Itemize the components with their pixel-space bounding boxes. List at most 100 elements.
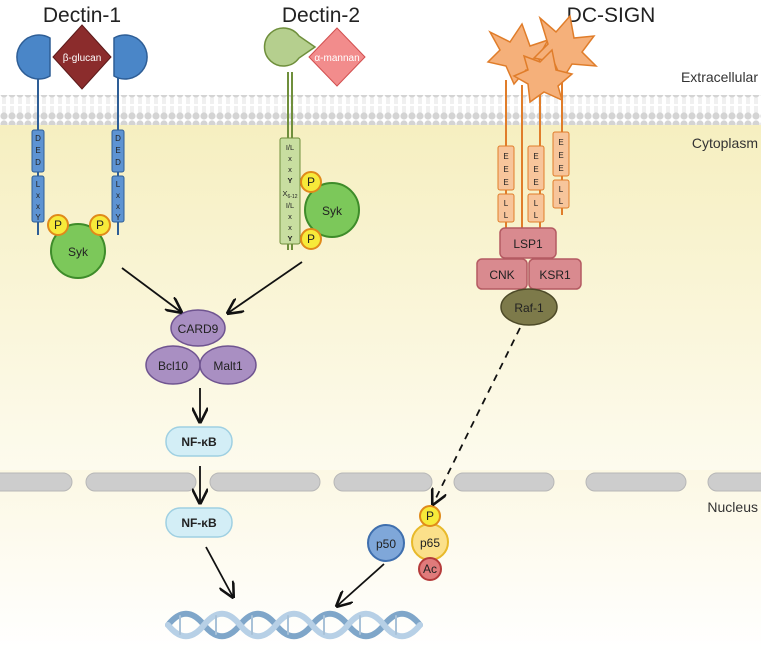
malt1-label: Malt1 xyxy=(213,359,243,373)
arrow-dectin1-to-card9 xyxy=(121,267,181,312)
malt1-protein xyxy=(199,345,257,385)
signal-arrows xyxy=(121,261,521,606)
raf-1-protein xyxy=(500,288,558,326)
dectin-2-receptor: Dectin-2 α-mannan I/L x x Y X6-12 I/L x … xyxy=(263,4,366,250)
syk-dectin-2 xyxy=(304,182,360,238)
nfkb-cytoplasmic-label: NF-κB xyxy=(181,435,217,449)
svg-text:E: E xyxy=(503,165,508,174)
dc-sign-motifs xyxy=(497,131,570,223)
acetyl-label: Ac xyxy=(423,562,437,576)
dc-sign-receptor: DC-SIGN EEE LL EEE LL EEE xyxy=(476,4,656,326)
dectin-2-itam-box xyxy=(279,137,301,245)
svg-text:x: x xyxy=(288,212,292,221)
dectin-1-itam-right xyxy=(111,175,125,223)
svg-text:L: L xyxy=(534,211,539,220)
bcl10-label: Bcl10 xyxy=(158,359,188,373)
svg-text:E: E xyxy=(115,146,120,155)
arrow-raf1-to-p65 xyxy=(433,327,521,504)
dc-sign-crd-tetramer xyxy=(486,14,598,104)
raf-1-label: Raf-1 xyxy=(514,301,544,315)
ksr1-label: KSR1 xyxy=(539,268,571,282)
svg-text:E: E xyxy=(503,152,508,161)
svg-text:I/L: I/L xyxy=(286,143,294,152)
svg-text:Y: Y xyxy=(287,176,292,185)
svg-text:x: x xyxy=(116,202,120,211)
arrow-nfkb-to-dna xyxy=(205,546,233,597)
svg-text:E: E xyxy=(533,165,538,174)
svg-text:P: P xyxy=(96,218,104,232)
svg-text:Y: Y xyxy=(287,234,292,243)
svg-text:E: E xyxy=(503,178,508,187)
svg-text:X6-12: X6-12 xyxy=(282,189,297,200)
svg-text:L: L xyxy=(559,185,564,194)
dectin-1-ctld-left xyxy=(16,34,51,80)
svg-text:D: D xyxy=(115,158,121,167)
svg-text:x: x xyxy=(288,223,292,232)
svg-text:P: P xyxy=(54,218,62,232)
svg-text:x: x xyxy=(288,154,292,163)
nfkb-nuclear-label: NF-κB xyxy=(181,516,217,530)
extracellular-label: Extracellular xyxy=(681,69,758,85)
nfkb-cytoplasmic xyxy=(165,426,233,457)
p65-label: p65 xyxy=(420,536,440,550)
beta-glucan-ligand xyxy=(52,24,112,90)
plasma-membrane xyxy=(0,95,761,125)
syk-dectin-2-label: Syk xyxy=(322,204,343,218)
lsp1-label: LSP1 xyxy=(513,237,543,251)
phospho-dectin-1-left xyxy=(47,214,69,236)
svg-text:x: x xyxy=(288,165,292,174)
svg-text:L: L xyxy=(534,199,539,208)
svg-text:D: D xyxy=(115,134,121,143)
arrow-dectin2-to-card9 xyxy=(228,261,303,313)
syk-dectin-1 xyxy=(50,223,106,279)
card9-protein xyxy=(170,309,226,347)
arrow-p65-to-dna xyxy=(337,563,385,606)
card9-label: CARD9 xyxy=(178,322,219,336)
cytoplasm-space xyxy=(0,125,761,470)
svg-text:E: E xyxy=(558,151,563,160)
svg-text:E: E xyxy=(35,146,40,155)
svg-text:D: D xyxy=(35,134,41,143)
phospho-dectin-2-bottom xyxy=(300,228,322,250)
svg-text:E: E xyxy=(558,164,563,173)
dectin-2-title: Dectin-2 xyxy=(282,4,360,27)
svg-text:E: E xyxy=(533,152,538,161)
svg-text:x: x xyxy=(116,191,120,200)
svg-text:Y: Y xyxy=(115,213,121,222)
nucleus-label: Nucleus xyxy=(707,499,758,515)
syk-dectin-1-label: Syk xyxy=(68,245,89,259)
svg-text:x: x xyxy=(36,202,40,211)
dectin-1-ded-left xyxy=(31,129,45,173)
svg-text:D: D xyxy=(35,158,41,167)
dectin-1-ctld-right xyxy=(113,34,148,80)
dectin-2-ctld xyxy=(263,27,317,67)
nfkb-nuclear xyxy=(165,507,233,538)
cbm-complex: CARD9 Bcl10 Malt1 xyxy=(145,309,257,385)
svg-text:L: L xyxy=(36,180,41,189)
dectin-1-itam-left xyxy=(31,175,45,223)
nuclear-envelope xyxy=(0,472,761,492)
dc-sign-title: DC-SIGN xyxy=(567,4,656,27)
cnk-protein xyxy=(476,258,528,290)
svg-text:L: L xyxy=(504,211,509,220)
ksr1-protein xyxy=(528,258,582,290)
svg-text:Y: Y xyxy=(35,213,41,222)
alpha-mannan-ligand xyxy=(308,27,366,87)
svg-text:P: P xyxy=(307,232,315,246)
phospho-p65 xyxy=(419,505,441,527)
dectin-1-ded-right xyxy=(111,129,125,173)
svg-text:I/L: I/L xyxy=(286,201,294,210)
p50-protein xyxy=(367,524,405,562)
svg-text:P: P xyxy=(307,175,315,189)
svg-text:E: E xyxy=(558,138,563,147)
alpha-mannan-label: α-mannan xyxy=(314,53,359,64)
svg-text:x: x xyxy=(36,191,40,200)
svg-text:P: P xyxy=(426,509,434,523)
phospho-dectin-1-right xyxy=(89,214,111,236)
svg-text:L: L xyxy=(116,180,121,189)
lsp1-protein xyxy=(499,227,557,259)
svg-text:E: E xyxy=(533,178,538,187)
beta-glucan-label: β-glucan xyxy=(63,53,102,64)
